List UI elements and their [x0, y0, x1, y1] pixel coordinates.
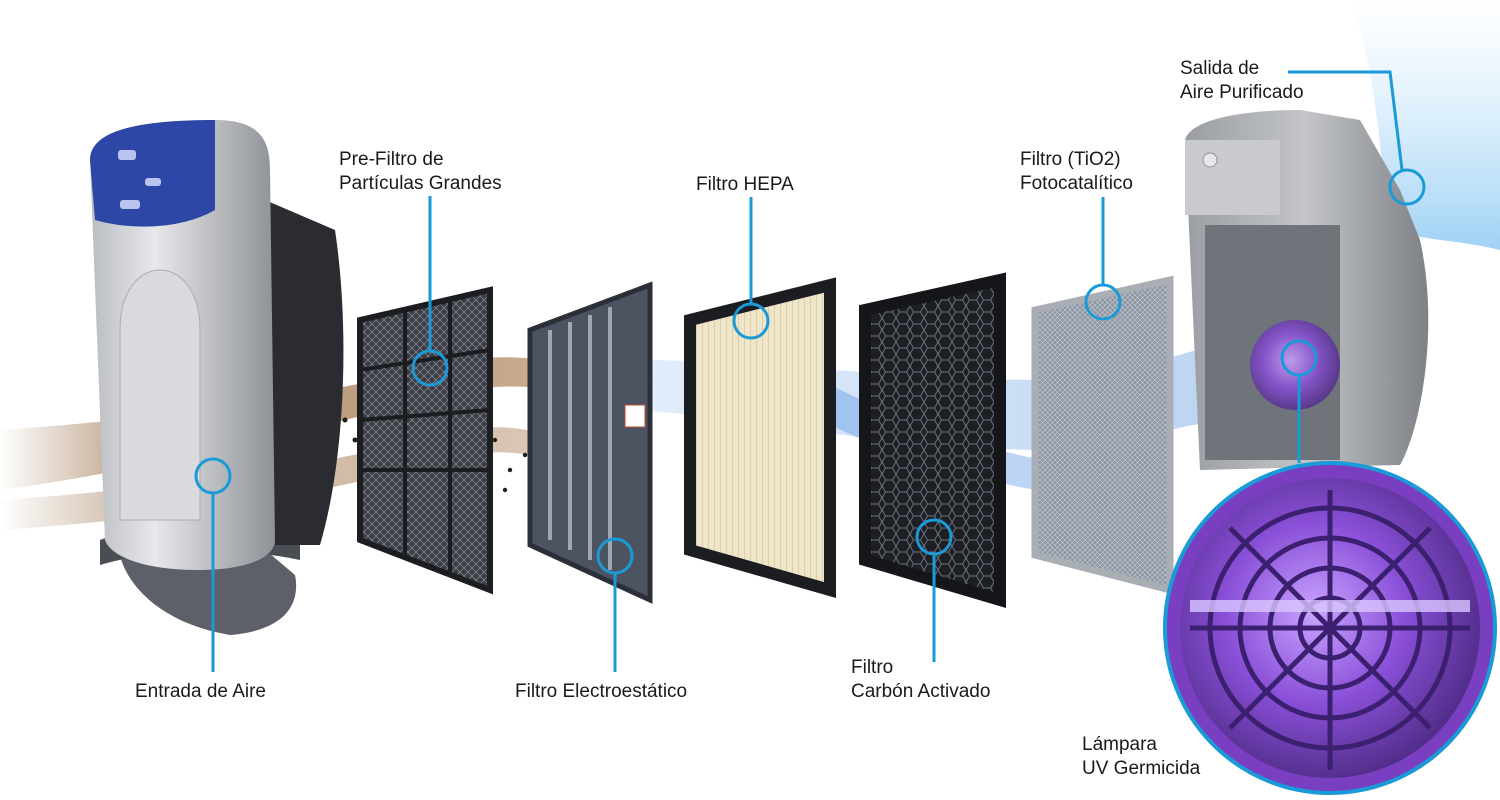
- callouts: [194, 70, 1426, 672]
- label-air-inlet: Entrada de Aire: [135, 681, 266, 702]
- label-electrostatic: Filtro Electroestático: [515, 681, 688, 702]
- open-purifier-unit-icon: [1185, 110, 1429, 470]
- label-tio2: Filtro (TiO2) Fotocatalítico: [1020, 149, 1133, 194]
- label-uv-lamp: Lámpara UV Germicida: [1082, 734, 1201, 779]
- label-air-outlet: Salida de Aire Purificado: [1180, 58, 1304, 103]
- hepa-panel-icon: [684, 277, 836, 598]
- label-prefilter: Pre-Filtro de Partículas Grandes: [339, 149, 502, 194]
- label-carbon: Filtro Carbón Activado: [851, 657, 991, 702]
- tio2-panel-icon: [1031, 275, 1174, 595]
- prefilter-panel-icon: [357, 286, 493, 595]
- electrostatic-panel-icon: [527, 281, 653, 604]
- uv-lamp-zoom-icon: [1163, 461, 1497, 795]
- carbon-panel-icon: [859, 272, 1006, 609]
- air-purifier-unit-icon: [90, 120, 344, 635]
- callout-air-outlet: [1388, 168, 1426, 206]
- label-hepa: Filtro HEPA: [696, 174, 794, 195]
